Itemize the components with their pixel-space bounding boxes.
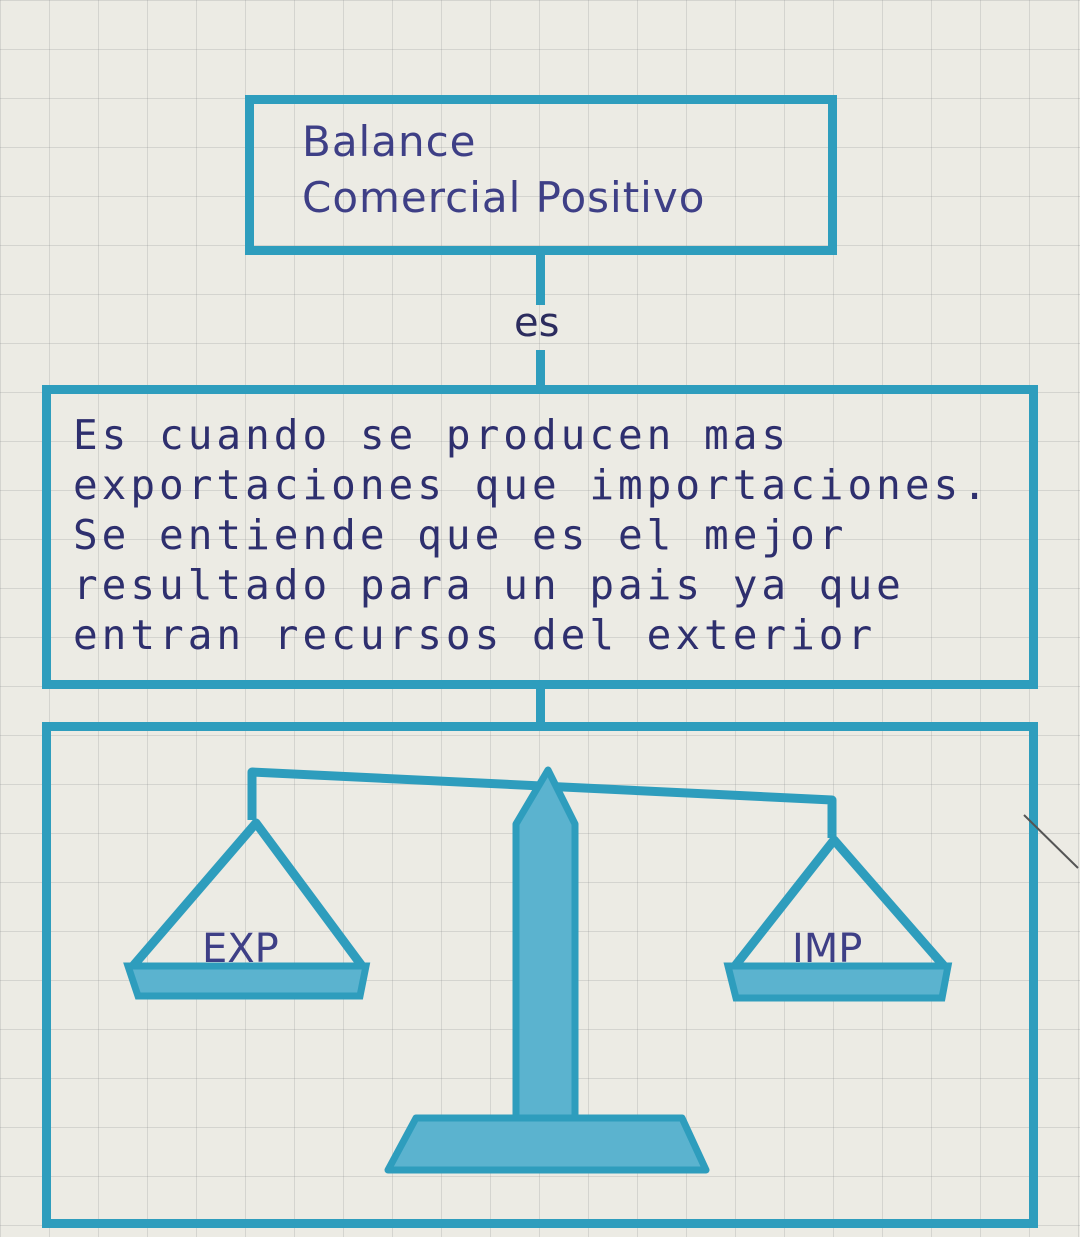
left-pan-strings [129,818,366,969]
right-pan-strings [731,835,948,969]
left-pan [123,962,371,1000]
title-box: Balance Comercial Positivo [245,95,837,255]
scale-box [42,722,1038,1228]
title-line-1: Balance [302,117,477,166]
balance-scale-icon: EXP IMP [123,766,953,1174]
right-pan-label: IMP [792,926,862,972]
right-pan [723,962,953,1002]
scale-pillar [512,766,579,1122]
connector-line-top [536,255,545,305]
definition-box: Es cuando se producen mas exportaciones … [42,385,1038,689]
connector-line-bottom [536,689,545,723]
connector-line-middle [536,350,545,386]
scale-base [384,1114,710,1174]
left-pan-label: EXP [202,926,279,972]
diagram-title: Balance Comercial Positivo [302,114,705,226]
definition-text: Es cuando se producen mas exportaciones … [73,411,991,659]
title-line-2: Comercial Positivo [302,173,706,222]
margin-stroke [1023,814,1079,869]
connector-label: es [514,300,560,346]
